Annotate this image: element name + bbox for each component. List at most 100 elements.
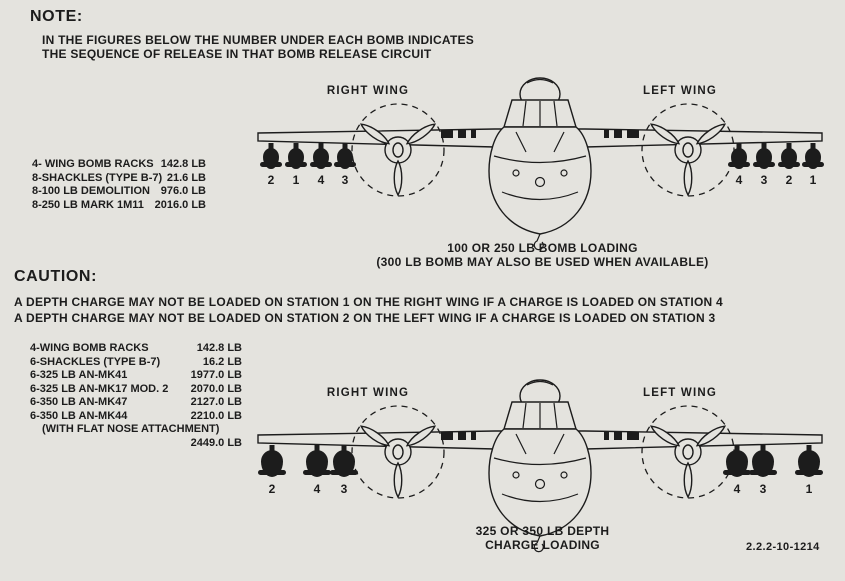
bomb-shape [778, 148, 800, 169]
left-propeller [351, 405, 445, 499]
bomb-release-number: 4 [317, 173, 325, 187]
note-heading: NOTE: [30, 8, 83, 25]
note-line-2: THE SEQUENCE OF RELEASE IN THAT BOMB REL… [42, 46, 432, 61]
weight-value: 21.6 LB [166, 171, 206, 184]
bomb-shape [303, 450, 331, 477]
weight-row: 6-SHACKLES (TYPE B-7) 16.2 LB [30, 356, 242, 370]
weight-value: 142.8 LB [160, 158, 206, 170]
depth-charge-weight-table: 4-WING BOMB RACKS 142.8 LB 6-SHACKLES (TYP… [30, 342, 242, 450]
weight-item-label: 8-SHACKLES (TYPE B-7) [32, 171, 163, 184]
caution-heading: CAUTION: [14, 268, 98, 285]
caution-line-1: A DEPTH CHARGE MAY NOT BE LOADED ON STAT… [14, 295, 723, 309]
weight-value: 16.2 LB [202, 355, 242, 368]
bomb-shape [795, 450, 823, 477]
wing-marking [614, 130, 622, 138]
left-wing-label: LEFT WING [642, 85, 718, 97]
depth-charge-caption: 325 OR 350 LB DEPTH CHARGE LOADING [450, 524, 635, 552]
weight-row: 6-350 LB AN-MK44 2210.0 LB [30, 410, 242, 424]
wing-marking [627, 432, 639, 440]
bomb-shape [749, 450, 777, 477]
right-wing-label: RIGHT WING [326, 387, 410, 399]
weight-value: 2070.0 LB [190, 382, 242, 395]
bomb-release-number: 4 [735, 173, 743, 187]
bomb-release-number: 4 [733, 482, 741, 496]
weight-row: (WITH FLAT NOSE ATTACHMENT) [30, 423, 242, 437]
aircraft-diagram-svg [257, 77, 823, 251]
weight-row: 6-350 LB AN-MK47 2127.0 LB [30, 396, 242, 410]
weight-row: 6-325 LB AN-MK41 1977.0 LB [30, 369, 242, 383]
weight-item-label: (WITH FLAT NOSE ATTACHMENT) [42, 423, 220, 435]
bomb-shape [728, 148, 750, 169]
wing-marking [471, 432, 476, 440]
bomb-shape [260, 148, 282, 169]
bomb-shape [285, 148, 307, 169]
weight-value: 2210.0 LB [190, 409, 242, 422]
bomb-release-number: 2 [267, 173, 275, 187]
fuselage [488, 77, 592, 251]
weight-row: 8-250 LB MARK 1M11 2016.0 LB [32, 199, 206, 213]
weight-value: 142.8 LB [196, 342, 242, 354]
caption2-line-2: CHARGE LOADING [485, 538, 600, 552]
wing-marking [458, 130, 466, 138]
bomb-shape [334, 148, 356, 169]
weight-row: 4-WING BOMB RACKS 142.8 LB [30, 342, 242, 356]
weight-item-label: 6-350 LB AN-MK44 [30, 409, 128, 422]
weight-value: 976.0 LB [160, 185, 206, 197]
bomb-shape [753, 148, 775, 169]
bomb-shape [330, 450, 358, 477]
weight-item-label: 4-WING BOMB RACKS [30, 342, 149, 354]
right-propeller [641, 103, 735, 197]
wing-marking [458, 432, 466, 440]
bomb-release-number: 4 [313, 482, 321, 496]
wing-marking [471, 130, 476, 138]
bomb-shape [802, 148, 824, 169]
weight-item-label: 8-250 LB MARK 1M11 [32, 198, 144, 211]
right-wing-label: RIGHT WING [326, 85, 410, 97]
caution-line-2: A DEPTH CHARGE MAY NOT BE LOADED ON STAT… [14, 310, 716, 325]
figure-reference-number: 2.2.2-10-1214 [746, 541, 820, 553]
left-wing-label: LEFT WING [642, 387, 718, 399]
bomb-release-number: 3 [760, 173, 768, 187]
bomb-release-number: 3 [341, 173, 349, 187]
weight-row: 8-SHACKLES (TYPE B-7)21.6 LB [32, 172, 206, 186]
aircraft-front-view [257, 379, 823, 553]
note-line-1: IN THE FIGURES BELOW THE NUMBER UNDER EA… [42, 33, 475, 47]
bomb-release-number: 3 [759, 482, 767, 496]
wing-marking [604, 130, 609, 138]
weight-value: 2016.0 LB [154, 198, 206, 211]
bomb-release-number: 2 [268, 482, 276, 496]
note-text: IN THE FIGURES BELOW THE NUMBER UNDER EA… [42, 33, 475, 61]
weight-value: 1977.0 LB [190, 369, 242, 381]
weight-item-label: 6-350 LB AN-MK47 [30, 396, 128, 408]
wing-marking [627, 130, 639, 138]
weight-value: 2449.0 LB [190, 436, 242, 449]
aircraft-diagram-svg [257, 379, 823, 553]
weight-row: 8-100 LB DEMOLITION 976.0 LB [32, 185, 206, 199]
bomb-shape [310, 148, 332, 169]
caution-text: A DEPTH CHARGE MAY NOT BE LOADED ON STAT… [14, 295, 723, 326]
bomb-loading-caption: 100 OR 250 LB BOMB LOADING (300 LB BOMB … [340, 241, 745, 269]
weight-value: 2127.0 LB [190, 396, 242, 408]
weight-item-label: 6-325 LB AN-MK41 [30, 369, 128, 381]
weight-row: 4- WING BOMB RACKS 142.8 LB [32, 158, 206, 172]
bomb-release-number: 1 [809, 173, 817, 187]
fuselage [488, 379, 592, 553]
weight-item-label: 8-100 LB DEMOLITION [32, 185, 150, 197]
caption2-line-1: 325 OR 350 LB DEPTH [475, 524, 610, 538]
wing-marking [604, 432, 609, 440]
weight-item-label: 4- WING BOMB RACKS [32, 158, 154, 170]
weight-item-label: 6-SHACKLES (TYPE B-7) [30, 355, 161, 368]
wing-marking [614, 432, 622, 440]
aircraft-front-view [257, 77, 823, 251]
bomb-release-number: 3 [340, 482, 348, 496]
caption1-line-2: (300 LB BOMB MAY ALSO BE USED WHEN AVAIL… [376, 255, 709, 269]
bomb-shape [258, 450, 286, 477]
left-propeller [351, 103, 445, 197]
